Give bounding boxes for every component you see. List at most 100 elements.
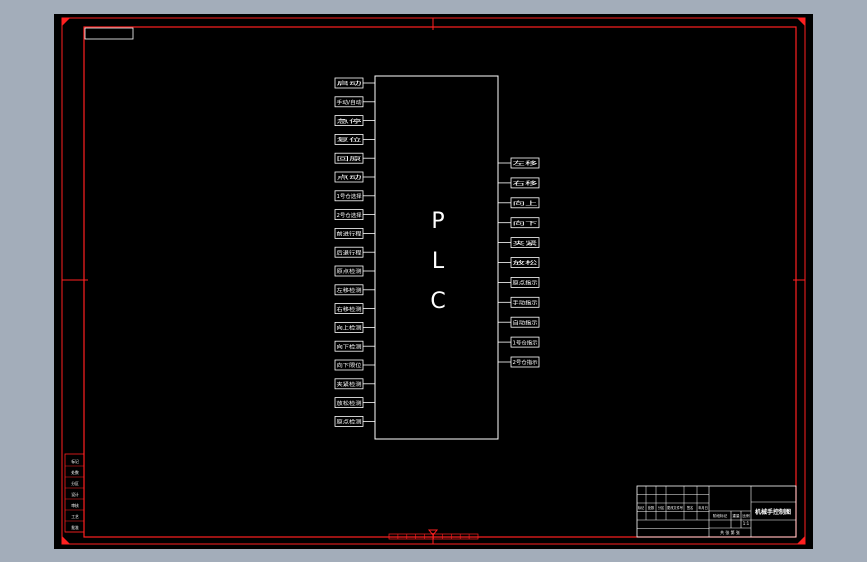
scale-label: 比例 <box>742 513 750 518</box>
plc-output-item: 放松 <box>498 257 540 268</box>
drawing-title: 机械手控制图 <box>755 508 791 516</box>
plc-input-item: 左移检测 <box>334 284 375 296</box>
revision-grid: 标记处数分区更改文件号签名年月日 <box>637 486 709 529</box>
input-label: 前进行程 <box>337 230 362 238</box>
output-label-box <box>510 316 540 328</box>
input-label: 手动/自动 <box>337 98 362 106</box>
plc-input-item: 复位 <box>334 133 375 145</box>
input-label: 1号仓选择 <box>337 192 363 200</box>
output-label: 向下 <box>513 219 538 227</box>
plc-output-item: 左移 <box>498 157 540 169</box>
plc-output-item: 1号仓指示 <box>498 336 540 348</box>
input-label: 急停 <box>337 117 362 125</box>
plc-input-item: 向下限位 <box>334 359 375 371</box>
corner-mark-bottom-right <box>797 536 805 544</box>
plc-input-item: 1号仓选择 <box>334 190 375 202</box>
plc-output-item: 自动指示 <box>498 316 540 328</box>
corner-mark-top-right <box>797 18 805 26</box>
output-label: 自动指示 <box>513 318 538 326</box>
input-label: 点动 <box>337 174 362 181</box>
left-strip-tag: 批准 <box>71 525 79 530</box>
plc-input-item: 点动 <box>334 171 375 183</box>
input-label: 向上检测 <box>337 324 362 332</box>
revision-grid-label: 年月日 <box>698 505 708 510</box>
drawing-code-box <box>84 27 134 40</box>
output-label: 向上 <box>513 199 538 207</box>
output-label: 原点指示 <box>513 279 538 287</box>
plc-letter-p: P <box>431 209 444 234</box>
sheet-count-label: 共 张 第 张 <box>720 529 740 535</box>
plc-input-item: 右移检测 <box>334 303 375 315</box>
output-label-box <box>510 217 540 229</box>
plc-input-item: 启动 <box>334 77 375 89</box>
left-strip-tag: 工艺 <box>71 514 79 519</box>
left-strip-tag: 设计 <box>71 492 79 497</box>
plc-input-item: 向下检测 <box>334 340 375 352</box>
output-label: 夹紧 <box>513 239 538 247</box>
output-label-box <box>510 257 540 268</box>
input-label: 后退行程 <box>337 248 362 256</box>
stage-label: 阶段标记 <box>713 513 728 518</box>
plc-input-item: 回原 <box>334 152 375 164</box>
output-label: 手动指示 <box>513 299 538 307</box>
output-label: 左移 <box>513 159 538 167</box>
output-label: 右移 <box>513 179 538 187</box>
output-label: 放松 <box>513 259 538 267</box>
input-label: 夹紧检测 <box>337 380 362 388</box>
plc-output-item: 向下 <box>498 217 540 229</box>
plc-input-item: 2号仓选择 <box>334 209 375 221</box>
output-label: 1号仓指示 <box>513 338 538 346</box>
plc-output-item: 原点指示 <box>498 276 540 288</box>
plc-input-item: 夹紧检测 <box>334 378 375 390</box>
output-label-box <box>510 336 540 348</box>
plc-output-item: 夹紧 <box>498 237 540 249</box>
output-label: 2号仓指示 <box>513 358 538 366</box>
bottom-scale-ruler <box>388 533 479 540</box>
revision-grid-label: 签名 <box>687 505 693 510</box>
left-strip-tag: 审核 <box>71 503 79 508</box>
revision-grid-label: 更改文件号 <box>667 505 683 510</box>
input-label: 2号仓选择 <box>337 211 363 219</box>
input-label: 左移检测 <box>337 286 362 294</box>
input-label: 原点检测 <box>337 418 362 426</box>
plc-input-item: 放松检测 <box>334 397 375 409</box>
orientation-mark-bottom <box>427 529 439 536</box>
revision-grid-label: 分区 <box>658 505 665 510</box>
input-label: 右移检测 <box>337 305 362 313</box>
input-label: 复位 <box>337 136 362 144</box>
title-block: 标记处数分区更改文件号签名年月日 机械手控制图 阶段标记 重量 比例 1:1 共… <box>636 485 797 538</box>
plc-input-item: 原点检测 <box>334 415 375 427</box>
plc-output-item: 右移 <box>498 177 540 189</box>
output-label-box <box>510 177 540 189</box>
revision-grid-label: 处数 <box>648 505 655 510</box>
plc-input-item: 前进行程 <box>334 227 375 239</box>
corner-mark-top-left <box>62 18 70 26</box>
plc-letter-l: L <box>432 249 445 274</box>
plc-output-item: 2号仓指示 <box>498 356 540 368</box>
plc-input-item: 向上检测 <box>334 321 375 333</box>
corner-mark-bottom-left <box>62 536 70 544</box>
output-label-box <box>510 237 540 249</box>
output-label-box <box>510 276 540 288</box>
plc-block <box>374 75 499 440</box>
input-label: 回原 <box>337 155 362 162</box>
plc-input-item: 后退行程 <box>334 246 375 258</box>
left-strip-tag: 处数 <box>71 470 79 475</box>
plc-label: PLC <box>430 209 445 314</box>
input-label: 放松检测 <box>337 399 362 407</box>
plc-output-item: 手动指示 <box>498 296 540 308</box>
input-label: 启动 <box>337 79 362 87</box>
scale-value: 1:1 <box>743 521 750 526</box>
left-strip-tag: 标记 <box>71 459 79 464</box>
plc-input-item: 急停 <box>334 115 375 126</box>
plc-input-item: 手动/自动 <box>334 96 375 108</box>
output-label-box <box>510 296 540 308</box>
input-label: 向下检测 <box>337 342 362 350</box>
plc-input-item: 原点检测 <box>334 265 375 277</box>
output-label-box <box>510 197 540 209</box>
left-strip-tag: 分区 <box>71 481 79 486</box>
drawing-sheet <box>54 14 813 549</box>
